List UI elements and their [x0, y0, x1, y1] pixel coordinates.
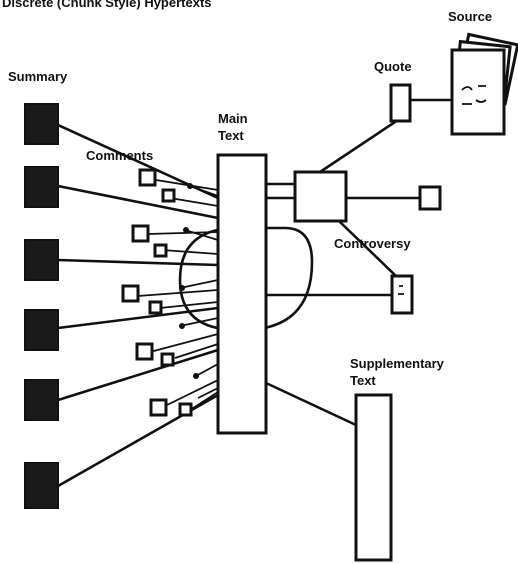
- source-document-stack: [452, 34, 518, 134]
- comment-box: [162, 354, 173, 365]
- label-summary: Summary: [8, 69, 68, 84]
- comment-box: [150, 302, 161, 313]
- comment-box: [123, 286, 138, 301]
- comment-box: [133, 226, 148, 241]
- comment-box: [155, 245, 166, 256]
- central-node-box: [295, 172, 346, 221]
- main-text-block: [218, 155, 266, 433]
- label-source: Source: [448, 9, 492, 24]
- summary-thumbnail: [25, 104, 58, 144]
- comment-box: [151, 400, 166, 415]
- label-supplementary-1: Supplementary: [350, 356, 445, 371]
- summary-thumbnails: [25, 104, 58, 508]
- diagram-title: Discrete (Chunk Style) Hypertexts: [2, 0, 212, 10]
- quote-box: [391, 85, 410, 121]
- comment-box: [180, 404, 191, 415]
- link-to-quote: [320, 120, 398, 172]
- summary-thumbnail: [25, 463, 58, 508]
- label-supplementary-2: Text: [350, 373, 376, 388]
- summary-thumbnail: [25, 310, 58, 350]
- link-to-supplementary: [266, 383, 356, 425]
- summary-thumbnail: [25, 240, 58, 280]
- comment-box: [163, 190, 174, 201]
- label-quote: Quote: [374, 59, 412, 74]
- label-main-text-2: Text: [218, 128, 244, 143]
- label-comments: Comments: [86, 148, 153, 163]
- comment-box: [140, 170, 155, 185]
- summary-links: [58, 125, 218, 486]
- comment-box: [137, 344, 152, 359]
- label-controversy: Controversy: [334, 236, 411, 251]
- controversy-box-small: [420, 187, 440, 209]
- label-main-text-1: Main: [218, 111, 248, 126]
- summary-thumbnail: [25, 167, 58, 207]
- summary-thumbnail: [25, 380, 58, 420]
- supplementary-text-block: [356, 395, 391, 560]
